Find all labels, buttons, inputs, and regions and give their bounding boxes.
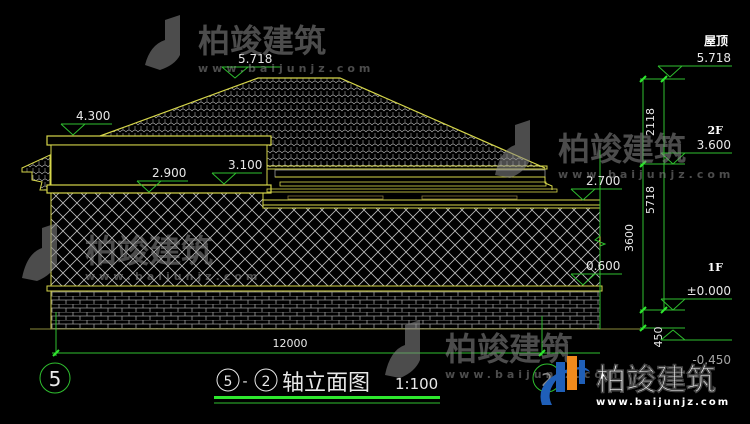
elev-mark-2900: 2.900 [136,166,188,193]
svg-text:2: 2 [262,374,271,390]
svg-text:柏竣建筑: 柏竣建筑 [198,22,326,60]
drawing-title-text: 轴立面图 [282,371,370,396]
drawing-scale: 1:100 [395,375,438,393]
svg-text:www.baijunjz.com: www.baijunjz.com [558,168,734,181]
level-mark-1f: 1F ±0.000 [660,261,732,311]
width-dim-text: 12000 [273,337,308,350]
elev-mark-parapet: 4.300 [60,109,112,136]
svg-text:3.100: 3.100 [228,158,262,172]
svg-text:2: 2 [541,370,552,391]
svg-text:0.600: 0.600 [586,259,620,273]
svg-text:2.700: 2.700 [586,174,620,188]
level-mark-roof: 屋顶 5.718 [657,34,732,78]
dim-450: 450 [652,327,665,348]
svg-text:±0.000: ±0.000 [687,284,731,298]
overall-width-dimension: 12000 [52,312,600,357]
drawing-title-block: 5 - 2 轴立面图 1:100 [214,368,440,404]
svg-text:柏竣建筑: 柏竣建筑 [85,232,213,270]
svg-text:柏竣建筑: 柏竣建筑 [445,330,573,368]
svg-text:柏竣建筑: 柏竣建筑 [558,130,686,168]
svg-text:www.baijunjz.com: www.baijunjz.com [445,368,621,381]
svg-text:-0.450: -0.450 [692,353,731,367]
left-eave-cornice [21,154,51,191]
svg-text:www.baijunjz.com: www.baijunjz.com [85,270,261,283]
svg-text:屋顶: 屋顶 [704,34,728,48]
watermark-middle-right: 柏竣建筑 www.baijunjz.com [495,120,734,181]
svg-text:www.baijunjz.com: www.baijunjz.com [198,62,374,75]
dim-3600: 3600 [623,224,636,252]
svg-text:5.718: 5.718 [697,51,731,65]
level-mark-2f: 2F 3.600 [660,124,732,165]
vertical-dimension-chain: 2118 5718 3600 450 [623,75,685,348]
axis-bubble-5: 5 [39,362,71,394]
brand-logo-name: 柏竣建筑 [596,363,716,398]
svg-text:5: 5 [49,367,62,391]
svg-text:5.718: 5.718 [238,52,272,66]
elev-mark-0600: 0.600 [570,259,622,286]
base-brick-wall [50,290,601,330]
dim-2118: 2118 [644,108,657,136]
svg-text:-: - [242,374,247,390]
svg-text:4.300: 4.300 [76,109,110,123]
svg-text:2.900: 2.900 [152,166,186,180]
elev-mark-3100: 3.100 [211,158,262,185]
svg-text:2F: 2F [708,124,724,137]
watermark-middle-left: 柏竣建筑 www.baijunjz.com [22,223,261,283]
elev-mark-ridge: 5.718 [221,52,280,79]
elev-mark-2700: 2.700 [570,174,622,201]
main-hip-roof [99,77,546,169]
svg-text:5: 5 [224,374,233,390]
plinth-band [46,285,603,292]
brand-logo-bottom-right: 柏竣建筑 www.baijunjz.com [540,356,730,408]
right-lower-cornice [262,188,601,209]
svg-text:3.600: 3.600 [697,138,731,152]
logo-swoosh-icon [540,367,590,405]
level-mark-ground: -0.450 [660,329,732,367]
watermark-top: 柏竣建筑 www.baijunjz.com [145,15,374,75]
right-break-line [594,150,607,329]
brand-logo-website: www.baijunjz.com [596,397,730,408]
svg-text:1F: 1F [708,261,724,274]
dim-5718: 5718 [644,186,657,214]
